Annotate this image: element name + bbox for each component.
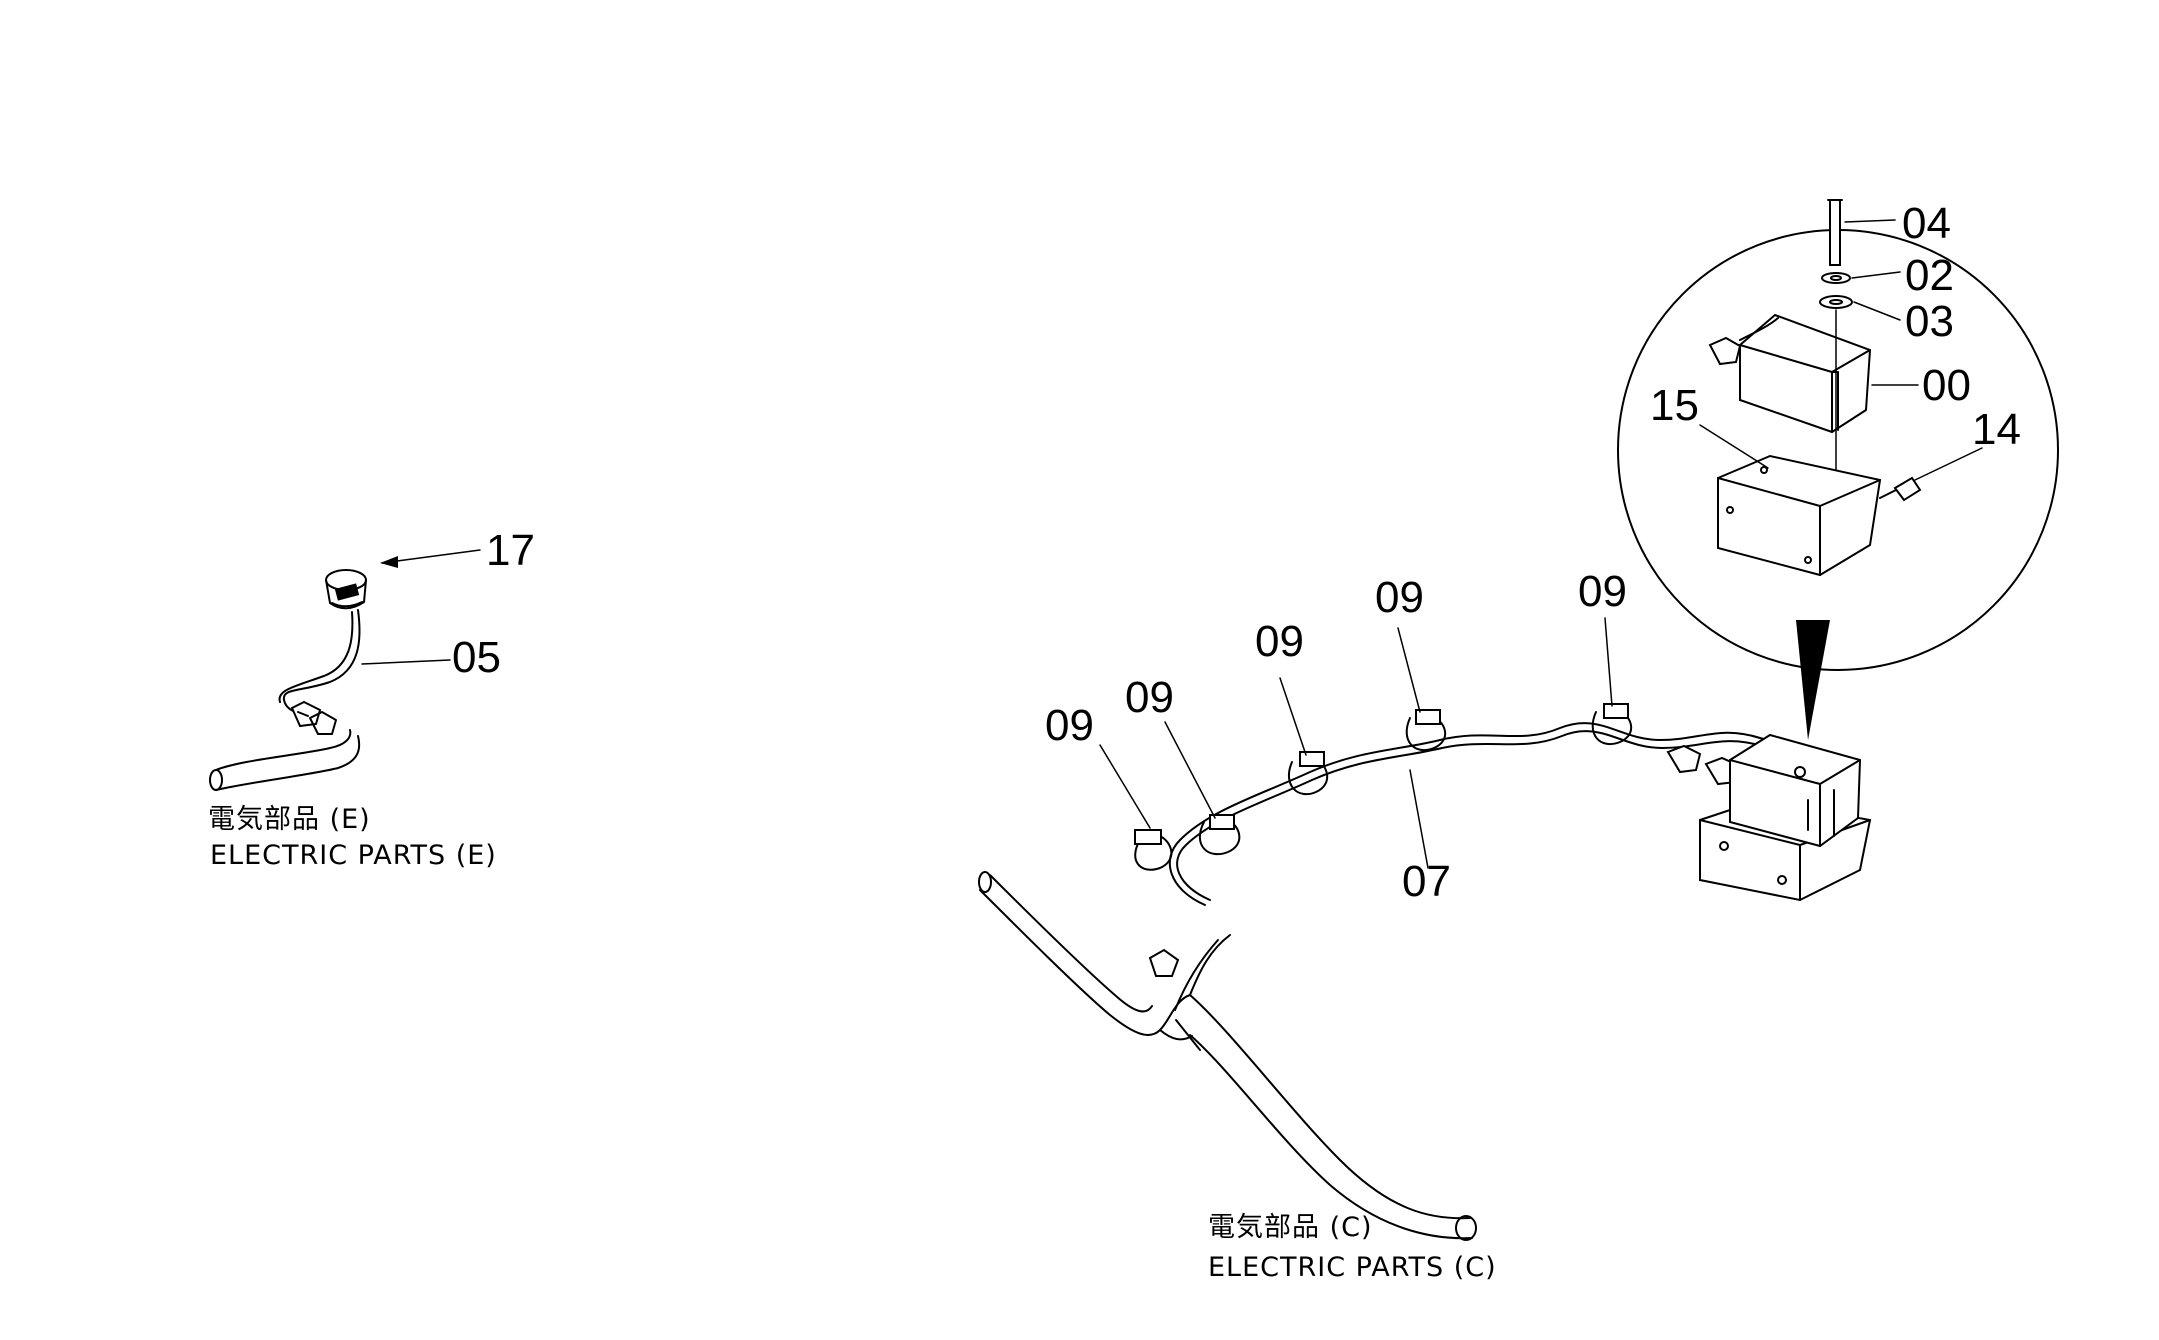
callout-03: 03 (1905, 297, 1954, 346)
callout-09-e: 09 (1578, 567, 1627, 616)
caption-left-jp: 電気部品 (E) (208, 804, 371, 835)
callout-07: 07 (1402, 857, 1451, 906)
battery (1729, 733, 1862, 848)
left-assembly: 17 05 電気部品 (E) ELECTRIC PARTS (E) (208, 526, 535, 871)
callout-02: 02 (1905, 251, 1954, 300)
callout-00: 00 (1922, 361, 1971, 410)
leader-17 (381, 549, 481, 564)
callout-09-d: 09 (1375, 573, 1424, 622)
bracket-15 (1717, 454, 1882, 577)
wire-harness-07 (1168, 722, 1821, 906)
callout-09-c: 09 (1255, 617, 1304, 666)
callout-09-a: 09 (1045, 701, 1094, 750)
detail-view: 04 02 03 00 15 14 (1617, 199, 2059, 671)
caption-bottom-en: ELECTRIC PARTS (C) (1208, 1252, 1497, 1283)
hose-left (215, 729, 352, 771)
lower-hose: 電気部品 (C) ELECTRIC PARTS (C) (978, 871, 1497, 1283)
center-harness: 09 09 09 09 09 07 (1045, 567, 1821, 906)
callout-17: 17 (486, 526, 535, 575)
clamp-09-b (1198, 814, 1241, 856)
leader-05 (361, 659, 451, 665)
socket-part (325, 569, 367, 610)
callout-09-b: 09 (1125, 673, 1174, 722)
connector-left (290, 700, 337, 735)
module-00 (1739, 313, 1872, 434)
caption-left-en: ELECTRIC PARTS (E) (210, 840, 497, 871)
callout-05: 05 (452, 633, 501, 682)
callout-04: 04 (1902, 199, 1951, 248)
caption-bottom-jp: 電気部品 (C) (1208, 1212, 1373, 1243)
callout-14: 14 (1972, 405, 2021, 454)
callout-15: 15 (1650, 381, 1699, 430)
clamp-09-d (1405, 709, 1446, 751)
battery-assembly (1699, 620, 1872, 902)
clamp-09-a (1134, 829, 1173, 871)
wire-harness-05 (282, 609, 361, 715)
clamp-09-e (1591, 703, 1632, 745)
clamp-09-c (1287, 751, 1328, 796)
